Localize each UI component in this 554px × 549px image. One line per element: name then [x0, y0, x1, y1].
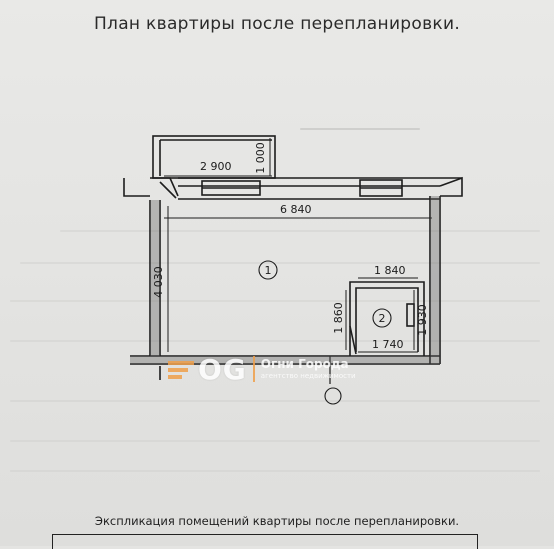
wall-fill [130, 356, 440, 364]
entry-wall [150, 177, 179, 197]
room-2-right-height-label: 1 930 [416, 304, 429, 336]
watermark-logo: OG Огни Города агентство недвижимости [168, 352, 356, 386]
explication-title: Экспликация помещений квартиры после пер… [94, 514, 460, 528]
room-1-width-label: 6 840 [280, 203, 312, 216]
explication-table [52, 534, 478, 549]
room-2-left-height-label: 1 860 [332, 302, 345, 334]
logo-name: Огни Города [260, 357, 349, 371]
balcony-depth-label: 1 000 [254, 142, 267, 174]
bathroom-door [349, 325, 357, 355]
room-1-depth-label: 4 030 [152, 266, 165, 298]
logo-separator [252, 356, 255, 382]
entry-wall [123, 178, 150, 197]
bathroom-wall [349, 281, 425, 356]
room-1-marker [258, 260, 278, 280]
background-stroke [60, 230, 540, 232]
background-stroke [10, 470, 540, 472]
room-2-marker [372, 308, 392, 328]
plan-title: План квартиры после перепланировки. [93, 14, 461, 34]
background-stroke [10, 300, 540, 302]
room-2-top-width-label: 1 840 [374, 264, 406, 277]
background-stroke [10, 340, 540, 342]
bathroom-wall-inner [355, 287, 419, 352]
wall-fill [150, 200, 160, 356]
balcony-width-label: 2 900 [200, 160, 232, 173]
room-2-bottom-width-label: 1 740 [372, 338, 404, 351]
entry-door [159, 181, 177, 199]
background-stroke [10, 440, 540, 442]
bathroom-fixture [406, 303, 415, 327]
room-1-number: 1 [265, 264, 272, 277]
background-stroke [300, 128, 420, 130]
background-stroke [10, 400, 540, 402]
background-stroke [20, 262, 540, 264]
logo-mark: OG [198, 352, 247, 386]
logo-subtitle: агентство недвижимости [260, 372, 356, 380]
exterior-wall-right [439, 176, 463, 197]
riser-circle [324, 387, 342, 405]
wall-fill [430, 196, 440, 364]
room-2-number: 2 [379, 312, 386, 325]
logo-bars-icon [168, 359, 194, 379]
logo-text: Огни Города агентство недвижимости [261, 358, 356, 380]
